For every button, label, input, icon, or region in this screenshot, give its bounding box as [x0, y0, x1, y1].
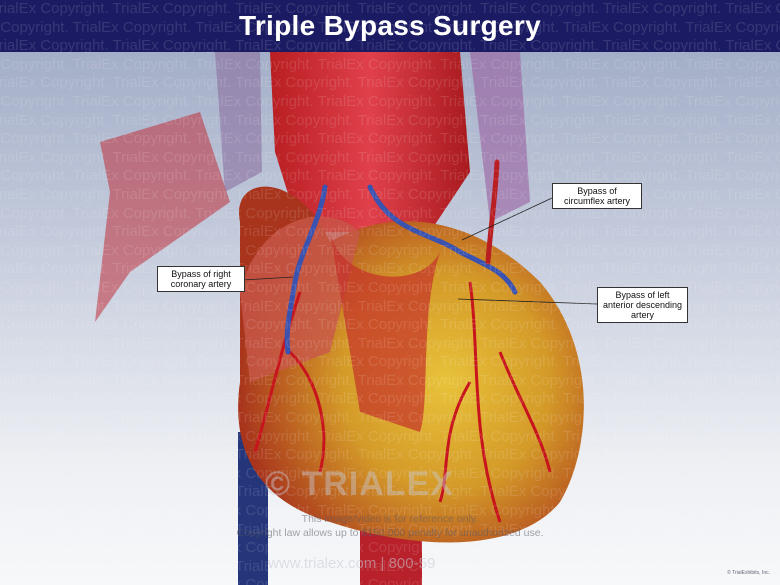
graft-lad [367, 184, 518, 295]
label-bypass-right-coronary: Bypass of right coronary artery [157, 266, 245, 292]
corner-credit: © TrialExhibits, Inc. [727, 570, 770, 576]
coronary-arteries [253, 281, 552, 523]
graft-right-coronary [284, 184, 328, 355]
label-bypass-lad: Bypass of left anterior descending arter… [597, 287, 688, 323]
graft-circumflex [485, 159, 500, 265]
pulmonary-vessels [95, 112, 230, 322]
trialex-logo-watermark: © TRIALEX [265, 465, 454, 503]
notice-line-2: Copyright law allows up to $150,000 pena… [236, 527, 544, 539]
website-phone: www.trialex.com | 800-59 [268, 555, 436, 572]
page-title: Triple Bypass Surgery [239, 10, 541, 41]
bypass-grafts [284, 159, 518, 355]
aorta [270, 52, 470, 232]
heart-illustration [95, 52, 598, 585]
title-bar [0, 0, 780, 52]
notice-line-1: This image/video is for reference only. [301, 513, 479, 525]
label-bypass-circumflex: Bypass of circumflex artery [552, 183, 642, 209]
